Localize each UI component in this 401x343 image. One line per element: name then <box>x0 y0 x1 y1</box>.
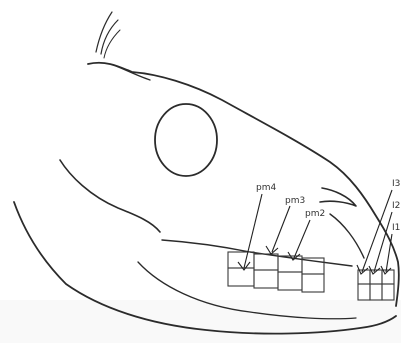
incisors <box>358 270 394 300</box>
cheek-teeth <box>228 252 324 292</box>
ear-strokes <box>96 12 120 58</box>
palate-line <box>330 214 364 258</box>
skull-back-outline <box>60 160 160 232</box>
label-pm4: pm4 <box>256 183 276 193</box>
label-i2: I2 <box>392 201 400 211</box>
eye-orbit <box>155 104 217 176</box>
label-i3: I3 <box>392 179 400 189</box>
label-pm3: pm3 <box>285 196 305 206</box>
label-i1: I1 <box>392 223 400 233</box>
nasal-hook <box>320 188 356 206</box>
paper-shading <box>0 300 401 343</box>
label-pm2: pm2 <box>305 209 325 219</box>
